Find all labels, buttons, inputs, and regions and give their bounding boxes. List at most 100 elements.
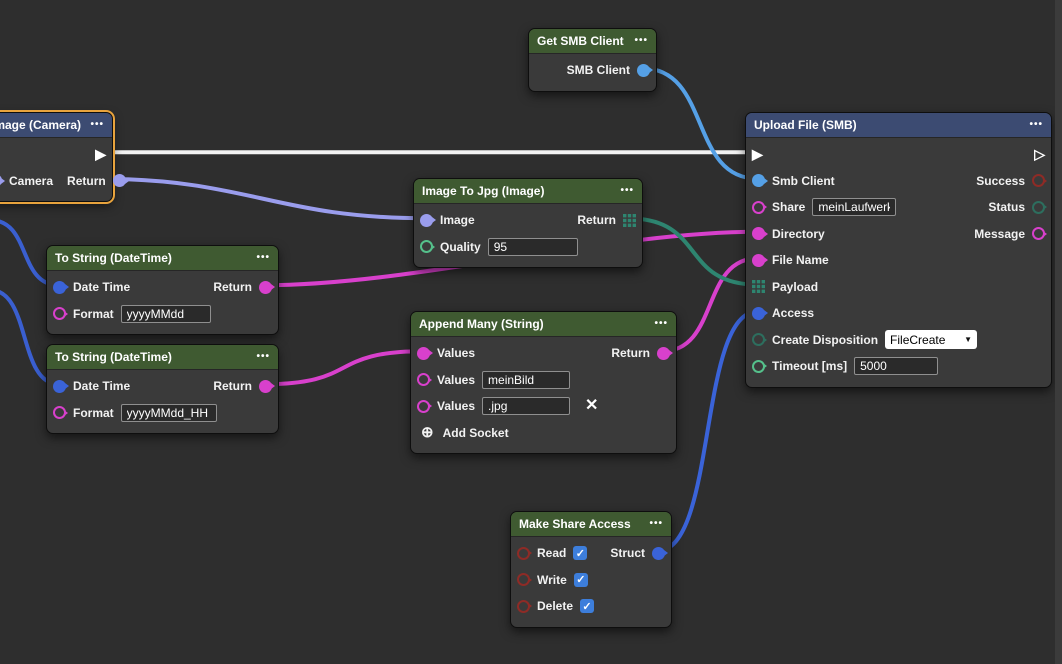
pin-image-input[interactable]	[420, 213, 433, 227]
pin-label: Format	[73, 405, 114, 420]
node-row: ▶▷	[746, 141, 1051, 168]
pin-values-input[interactable]	[417, 373, 430, 387]
node-menu-button[interactable]: •••	[634, 35, 648, 46]
field-timeout-ms[interactable]	[854, 357, 939, 376]
field-format[interactable]	[120, 403, 217, 422]
wire-camera-image[interactable]	[96, 176, 428, 221]
node-row: Date Time Return	[47, 274, 278, 301]
pin-payload-input[interactable]	[752, 280, 765, 294]
pin-date-time-input[interactable]	[53, 280, 66, 294]
pin-read-input[interactable]	[517, 546, 530, 560]
add-socket-button[interactable]: ⊕Add Socket	[411, 420, 676, 447]
pin-timeout-ms-input[interactable]	[752, 359, 765, 373]
checkbox-delete[interactable]: ✓	[580, 599, 595, 614]
exec-pin-input[interactable]: ▶	[752, 146, 763, 163]
pin-label: Create Disposition	[772, 332, 879, 347]
pin-success-output[interactable]	[1032, 174, 1045, 188]
pin-label: Values	[437, 372, 476, 387]
checkbox-read[interactable]: ✓	[573, 546, 588, 561]
pin-delete-input[interactable]	[517, 599, 530, 613]
pin-access-input[interactable]	[752, 306, 765, 320]
add-socket-label: Add Socket	[442, 425, 509, 440]
pin-struct-output[interactable]	[652, 546, 665, 560]
field-share[interactable]	[812, 198, 897, 217]
pin-write-input[interactable]	[517, 573, 530, 587]
node-menu-button[interactable]: •••	[256, 252, 270, 263]
pin-date-time-input[interactable]	[53, 379, 66, 393]
pin-values-input[interactable]	[417, 346, 430, 360]
pin-return-output[interactable]	[623, 213, 636, 227]
node-row: ShareStatus	[746, 194, 1051, 221]
node-header[interactable]: Make Share Access•••	[511, 512, 671, 537]
node-row: Read✓Struct	[511, 540, 671, 567]
node-header[interactable]: To String (DateTime)•••	[47, 345, 278, 370]
checkbox-write[interactable]: ✓	[573, 572, 588, 587]
pin-share-input[interactable]	[752, 200, 765, 214]
field-values[interactable]	[482, 397, 571, 416]
select-create-disposition[interactable]: FileCreate▼	[885, 330, 978, 350]
node-menu-button[interactable]: •••	[90, 119, 104, 130]
wire-smb-client[interactable]	[640, 66, 760, 181]
pin-status-output[interactable]	[1032, 200, 1045, 214]
pin-return-output[interactable]	[657, 346, 670, 360]
node-header[interactable]: To String (DateTime)•••	[47, 246, 278, 271]
pin-label: Date Time	[73, 280, 131, 295]
wire-datetime-to-values[interactable]	[262, 349, 425, 387]
pin-return-output[interactable]	[259, 379, 272, 393]
node-header[interactable]: Get SMB Client•••	[529, 29, 656, 54]
pin-directory-input[interactable]	[752, 227, 765, 241]
pin-values-input[interactable]	[417, 399, 430, 413]
node-title: Upload File (SMB)	[754, 118, 857, 132]
node-header[interactable]: Upload File (SMB) •••	[746, 113, 1051, 138]
pin-label: Return	[213, 379, 252, 394]
node-menu-button[interactable]: •••	[649, 518, 663, 529]
node-header[interactable]: Image To Jpg (Image) •••	[414, 179, 642, 204]
pin-label: Timeout [ms]	[772, 359, 848, 374]
node-header[interactable]: Image (Camera)•••	[0, 113, 112, 138]
pin-format-input[interactable]	[53, 307, 66, 321]
pin-file-name-input[interactable]	[752, 253, 765, 267]
field-format[interactable]	[120, 304, 211, 323]
pin-return-output[interactable]	[112, 174, 126, 188]
exec-pin-output[interactable]: ▷	[1034, 146, 1045, 163]
node-row: Write✓	[511, 567, 671, 594]
exec-pin-output[interactable]: ▶	[95, 146, 106, 163]
pin-smb-client-output[interactable]	[637, 63, 650, 77]
node-menu-button[interactable]: •••	[654, 318, 668, 329]
pin-label: Return	[611, 346, 650, 361]
pin-smb-client-input[interactable]	[752, 174, 765, 188]
pin-label: Return	[213, 280, 252, 295]
node-menu-button[interactable]: •••	[256, 351, 270, 362]
wire-filename[interactable]	[660, 256, 760, 354]
scrollbar-vertical[interactable]	[1055, 0, 1062, 664]
node-header[interactable]: Append Many (String)•••	[411, 312, 676, 337]
pin-format-input[interactable]	[53, 406, 66, 420]
pin-message-output[interactable]	[1032, 227, 1045, 241]
wire-access[interactable]	[655, 309, 760, 554]
node-menu-button[interactable]: •••	[1029, 119, 1043, 130]
field-quality[interactable]	[487, 237, 578, 256]
field-values[interactable]	[482, 370, 571, 389]
pin-camera-input[interactable]	[0, 174, 2, 188]
node-get-smb-client[interactable]: Get SMB Client•••SMB Client	[528, 28, 657, 92]
pin-label: Delete	[537, 599, 574, 614]
pin-create-disposition-input[interactable]	[752, 333, 765, 347]
wire-payload[interactable]	[626, 216, 760, 287]
pin-label: Payload	[772, 279, 819, 294]
pin-quality-input[interactable]	[420, 240, 433, 254]
node-menu-button[interactable]: •••	[620, 185, 634, 196]
node-body: ▶▷Smb ClientSuccessShareStatusDirectoryM…	[746, 138, 1051, 387]
remove-socket-button[interactable]: ✕	[585, 397, 599, 415]
pin-label: Camera	[9, 173, 54, 188]
pin-return-output[interactable]	[259, 280, 272, 294]
node-title: Image To Jpg (Image)	[422, 184, 545, 198]
